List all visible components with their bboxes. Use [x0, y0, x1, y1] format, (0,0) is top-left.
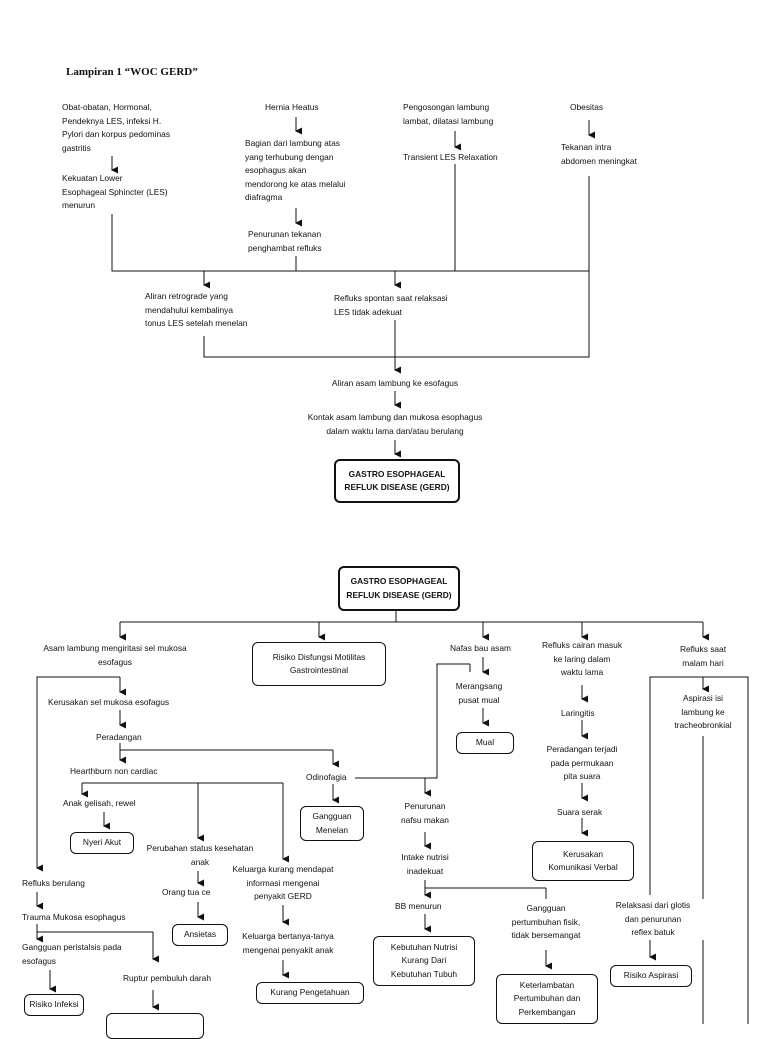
box-kerusakan-komunikasi: Kerusakan Komunikasi Verbal: [532, 841, 634, 881]
node-aspirasi: Aspirasi isi lambung ke tracheobronkial: [660, 692, 746, 733]
box-mual: Mual: [456, 732, 514, 754]
node-gangguan-peristalsis: Gangguan peristalsis pada esofagus: [22, 942, 122, 966]
node-relaksasi-glotis: Relaksasi dari glotis dan penurunan refl…: [598, 899, 708, 940]
page-title: Lampiran 1 “WOC GERD”: [66, 66, 198, 78]
node-merangsang: Merangsang pusat mual: [455, 681, 503, 705]
box-risiko-infeksi: Risiko Infeksi: [24, 994, 84, 1016]
box-risiko-disfungsi: Risiko Disfungsi Motilitas Gastrointesti…: [252, 642, 386, 686]
node-aliran-asam: Aliran asam lambung ke esofagus: [331, 378, 459, 388]
node-intake: Intake nutrisi inadekuat: [401, 852, 449, 876]
node-bb-menurun: BB menurun: [395, 901, 442, 911]
node-refluks-berulang: Refluks berulang: [22, 878, 85, 888]
box-kurang-pengetahuan: Kurang Pengetahuan: [256, 982, 364, 1004]
node-refluks-malam: Refluks saat malam hari: [679, 644, 727, 668]
node-kontak-asam: Kontak asam lambung dan mukosa esophagus…: [307, 412, 483, 436]
node-gangguan-pertumbuhan: Gangguan pertumbuhan fisik, tidak bersem…: [511, 903, 581, 940]
box-pk-perdarahan: [106, 1013, 204, 1039]
node-transient-les: Transient LES Relaxation: [403, 152, 498, 162]
node-penurunan-tekanan: Penurunan tekanan penghambat refluks: [248, 229, 322, 253]
gerd-box-top: GASTRO ESOPHAGEAL REFLUK DISEASE (GERD): [334, 459, 460, 503]
box-risiko-aspirasi: Risiko Aspirasi: [610, 965, 692, 987]
node-kerusakan-sel: Kerusakan sel mukosa esofagus: [48, 697, 170, 707]
node-asam-mengiritasi: Asam lambung mengiritasi sel mukosa esof…: [43, 643, 187, 667]
node-keluarga-kurang: Keluarga kurang mendapat informasi menge…: [232, 864, 334, 901]
node-hernia: Hernia Heatus: [265, 102, 319, 112]
node-penurunan-nafsu: Penurunan nafsu makan: [401, 801, 449, 825]
node-ruptur: Ruptur pembuluh darah: [123, 973, 211, 983]
node-cause-obat: Obat-obatan, Hormonal, Pendeknya LES, in…: [62, 102, 171, 153]
node-laringitis: Laringitis: [561, 708, 595, 718]
node-peradangan-pita: Peradangan terjadi pada permukaan pita s…: [546, 744, 618, 781]
node-suara-serak: Suara serak: [557, 807, 603, 817]
node-aliran-retrograde: Aliran retrograde yang mendahului kembal…: [145, 291, 248, 328]
node-refluks-spontan: Refluks spontan saat relaksasi LES tidak…: [334, 293, 448, 317]
node-tekanan-intra: Tekanan intra abdomen meningkat: [561, 142, 637, 166]
node-trauma-mukosa: Trauma Mukosa esophagus: [22, 912, 126, 922]
box-kebutuhan-nutrisi: Kebutuhan Nutrisi Kurang Dari Kebutuhan …: [373, 936, 475, 986]
gerd-box-bottom: GASTRO ESOPHAGEAL REFLUK DISEASE (GERD): [338, 566, 460, 611]
node-obesitas: Obesitas: [570, 102, 604, 112]
box-nyeri-akut: Nyeri Akut: [70, 832, 134, 854]
node-refluks-cairan: Refluks cairan masuk ke laring dalam wak…: [541, 640, 623, 677]
node-nafas-bau: Nafas bau asam: [450, 643, 511, 653]
box-keterlambatan: Keterlambatan Pertumbuhan dan Perkembang…: [496, 974, 598, 1024]
node-perubahan-status: Perubahan status kesehatan anak: [146, 843, 254, 867]
node-odinofagia: Odinofagia: [306, 772, 347, 782]
node-anak-gelisah: Anak gelisah, rewel: [63, 798, 136, 808]
node-heartburn: Hearthburn non cardiac: [70, 766, 158, 776]
node-kekuatan-les: Kekuatan Lower Esophageal Sphincter (LES…: [62, 173, 168, 210]
node-pengosongan: Pengosongan lambung lambat, dilatasi lam…: [403, 102, 494, 126]
node-keluarga-bertanya: Keluarga bertanya-tanya mengenai penyaki…: [242, 931, 334, 955]
box-gangguan-menelan: Gangguan Menelan: [300, 806, 364, 841]
node-peradangan: Peradangan: [96, 732, 142, 742]
box-ansietas: Ansietas: [172, 924, 228, 946]
node-orang-tua: Orang tua ce: [162, 887, 211, 897]
node-bagian-lambung: Bagian dari lambung atas yang terhubung …: [245, 138, 346, 202]
